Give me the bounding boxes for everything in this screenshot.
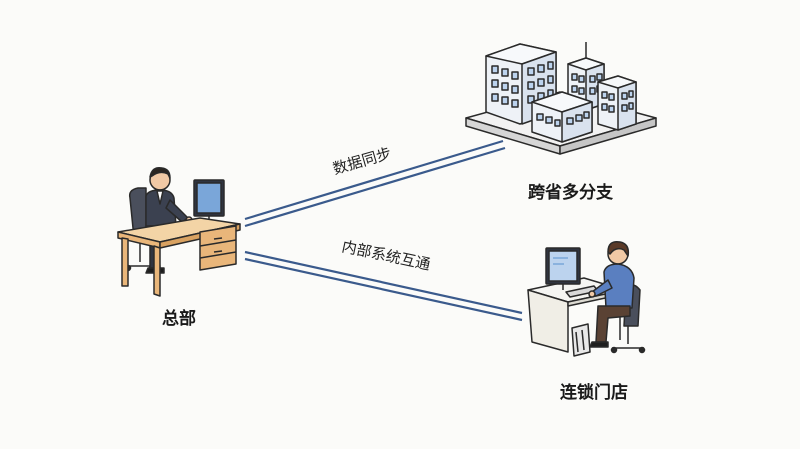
node-label-stores: 连锁门店: [560, 383, 628, 403]
edge-internal: [244, 250, 523, 322]
branches-illustration: [465, 42, 657, 155]
node-label-hq: 总部: [162, 309, 196, 329]
edge-sync: [244, 139, 506, 228]
hq-illustration: [117, 166, 241, 297]
node-label-branches: 跨省多分支: [528, 183, 613, 203]
stores-illustration: [527, 240, 646, 357]
